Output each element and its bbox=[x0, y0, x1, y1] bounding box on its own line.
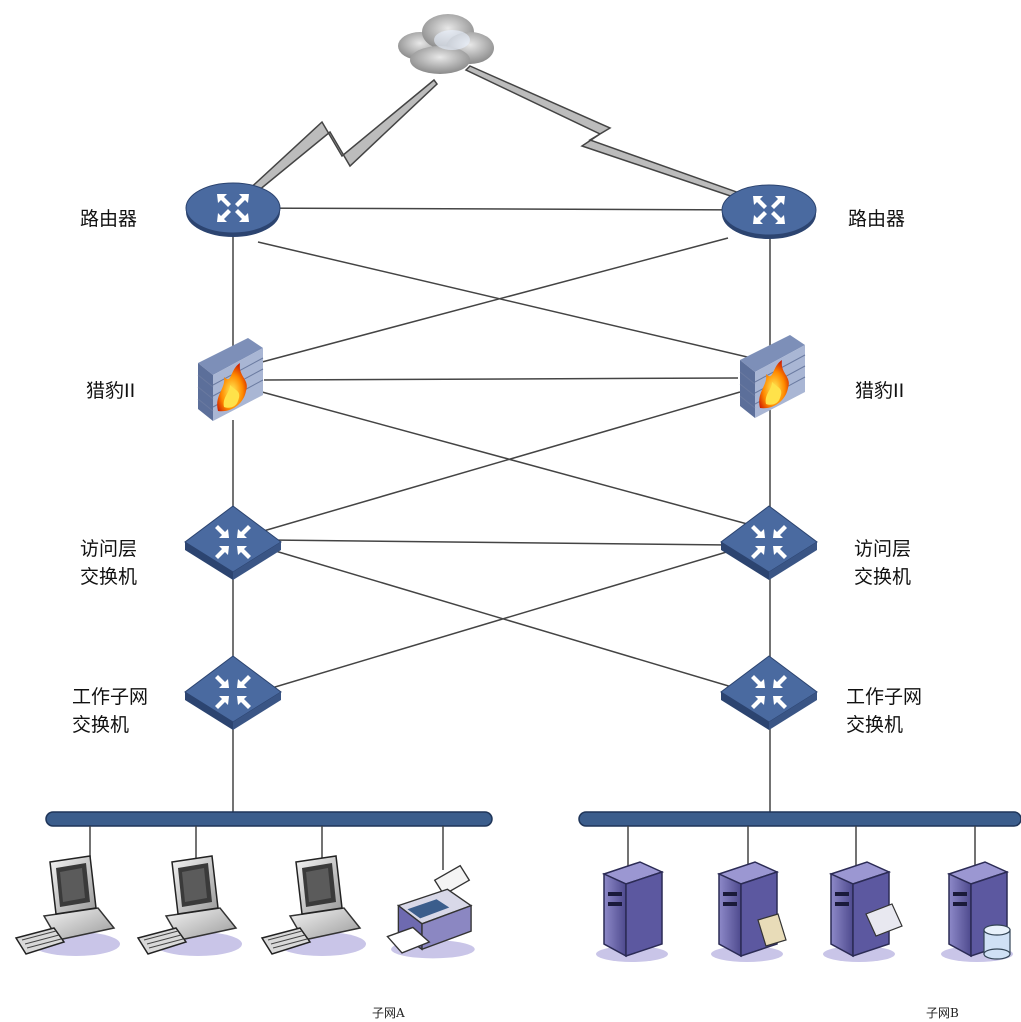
label-firewall-left: 猎豹II bbox=[86, 380, 136, 402]
router-icon-right bbox=[721, 184, 817, 240]
printer-icon bbox=[386, 864, 476, 960]
label-access-right-1: 访问层 bbox=[854, 538, 912, 560]
label-router-right: 路由器 bbox=[848, 208, 906, 230]
access-switch-icon-left bbox=[184, 505, 282, 581]
bus-drops bbox=[89, 826, 976, 870]
router-icon-left bbox=[185, 182, 281, 238]
label-work-left-2: 交换机 bbox=[72, 714, 130, 736]
link-access-access bbox=[269, 539, 731, 546]
firewall-icon-left bbox=[197, 337, 264, 422]
label-router-left: 路由器 bbox=[80, 208, 138, 230]
work-switch-icon-right bbox=[720, 655, 818, 731]
link-router-r-fw-l bbox=[261, 237, 729, 363]
document-icon bbox=[757, 913, 787, 947]
label-firewall-right: 猎豹II bbox=[855, 380, 905, 402]
connection-lines bbox=[232, 207, 771, 812]
wan-link-right bbox=[464, 65, 778, 211]
label-work-right-2: 交换机 bbox=[846, 714, 904, 736]
label-access-right-2: 交换机 bbox=[854, 566, 912, 588]
link-acc-l-work-r bbox=[271, 549, 743, 691]
link-acc-r-work-l bbox=[264, 547, 741, 691]
label-access-left-1: 访问层 bbox=[80, 538, 138, 560]
link-fw-r-acc-l bbox=[259, 391, 741, 533]
bus-subnet-a bbox=[45, 811, 493, 827]
cloud-icon bbox=[398, 14, 494, 74]
workstation-icon-2 bbox=[137, 855, 243, 957]
firewall-icon-right bbox=[739, 334, 806, 419]
label-access-left-2: 交换机 bbox=[80, 566, 138, 588]
access-switch-icon-right bbox=[720, 505, 818, 581]
link-fw-l-acc-r bbox=[261, 391, 763, 529]
work-switch-icon-left bbox=[184, 655, 282, 731]
workstation-icon-3 bbox=[261, 855, 367, 957]
wan-link-left bbox=[230, 78, 439, 211]
link-router-router bbox=[232, 207, 771, 211]
link-fw-fw bbox=[263, 377, 739, 381]
label-subnet-a: 子网A bbox=[372, 1006, 405, 1020]
bus-subnet-b bbox=[578, 811, 1021, 827]
server-icon-2 bbox=[710, 861, 784, 963]
label-work-right-1: 工作子网 bbox=[846, 686, 923, 708]
server-icon-1 bbox=[595, 861, 669, 963]
workstation-icon-1 bbox=[15, 855, 121, 957]
link-router-l-fw-r bbox=[257, 241, 761, 361]
label-work-left-1: 工作子网 bbox=[72, 686, 149, 708]
label-subnet-b: 子网B bbox=[926, 1006, 959, 1020]
mail-icon bbox=[865, 903, 903, 937]
database-icon bbox=[983, 924, 1011, 960]
